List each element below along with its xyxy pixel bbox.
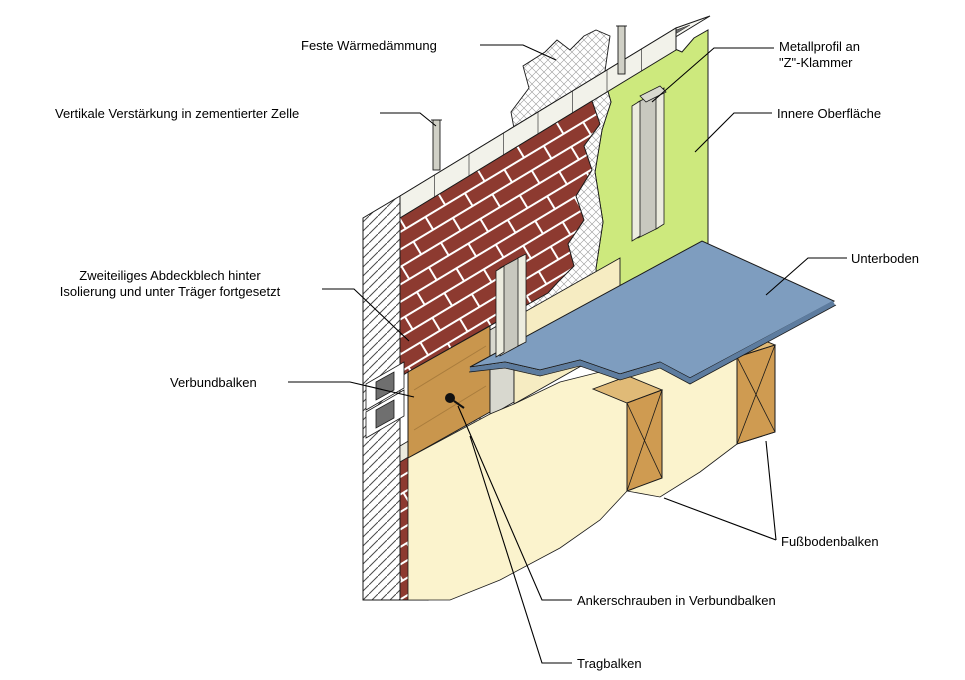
leader-lines	[288, 44, 847, 664]
joist-end-middle	[626, 389, 663, 492]
label-unterboden: Unterboden	[851, 251, 919, 266]
leader-metallprofil	[651, 47, 774, 103]
label-vertikale-verstaerkung: Vertikale Verstärkung in zementierter Ze…	[55, 106, 300, 121]
label-tragbalken: Tragbalken	[577, 656, 642, 671]
z-clip	[639, 85, 667, 103]
label-innere-oberflaeche: Innere Oberfläche	[777, 106, 882, 121]
leader-innere-oberflaeche	[694, 112, 772, 153]
anchor-bolt-right	[617, 25, 626, 75]
anchor-bolt-left	[432, 119, 441, 171]
label-metallprofil: Metallprofil an "Z"-Klammer	[779, 39, 860, 70]
vertical-reinforcement-bolts	[431, 25, 627, 171]
metal-z-profile-upper	[631, 85, 667, 242]
subfloor-slab	[468, 240, 837, 385]
label-feste-waermedaemmung: Feste Wärmedämmung	[301, 38, 437, 53]
leader-verbundbalken	[288, 381, 415, 398]
joist-end-right	[736, 344, 776, 445]
leader-tragbalken	[469, 435, 572, 664]
leader-vertikale-verstaerkung	[380, 112, 437, 127]
leader-fussbodenbalken-2	[663, 497, 777, 541]
leader-unterboden	[765, 257, 847, 296]
leader-ankerschrauben	[457, 405, 572, 601]
label-abdeckblech: Zweiteiliges Abdeckblech hinter Isolieru…	[59, 268, 281, 299]
leader-fussbodenbalken-1	[765, 440, 777, 541]
cut-blocks-floor-level	[365, 361, 405, 439]
leader-feste-waermedaemmung	[480, 44, 557, 61]
leader-abdeckblech	[322, 288, 410, 342]
anchor-screw	[445, 393, 455, 403]
label-ankerschrauben: Ankerschrauben in Verbundbalken	[577, 593, 776, 608]
metal-z-profile-lower	[495, 253, 527, 358]
label-verbundbalken: Verbundbalken	[170, 375, 257, 390]
label-fussbodenbalken: Fußbodenbalken	[781, 534, 879, 549]
